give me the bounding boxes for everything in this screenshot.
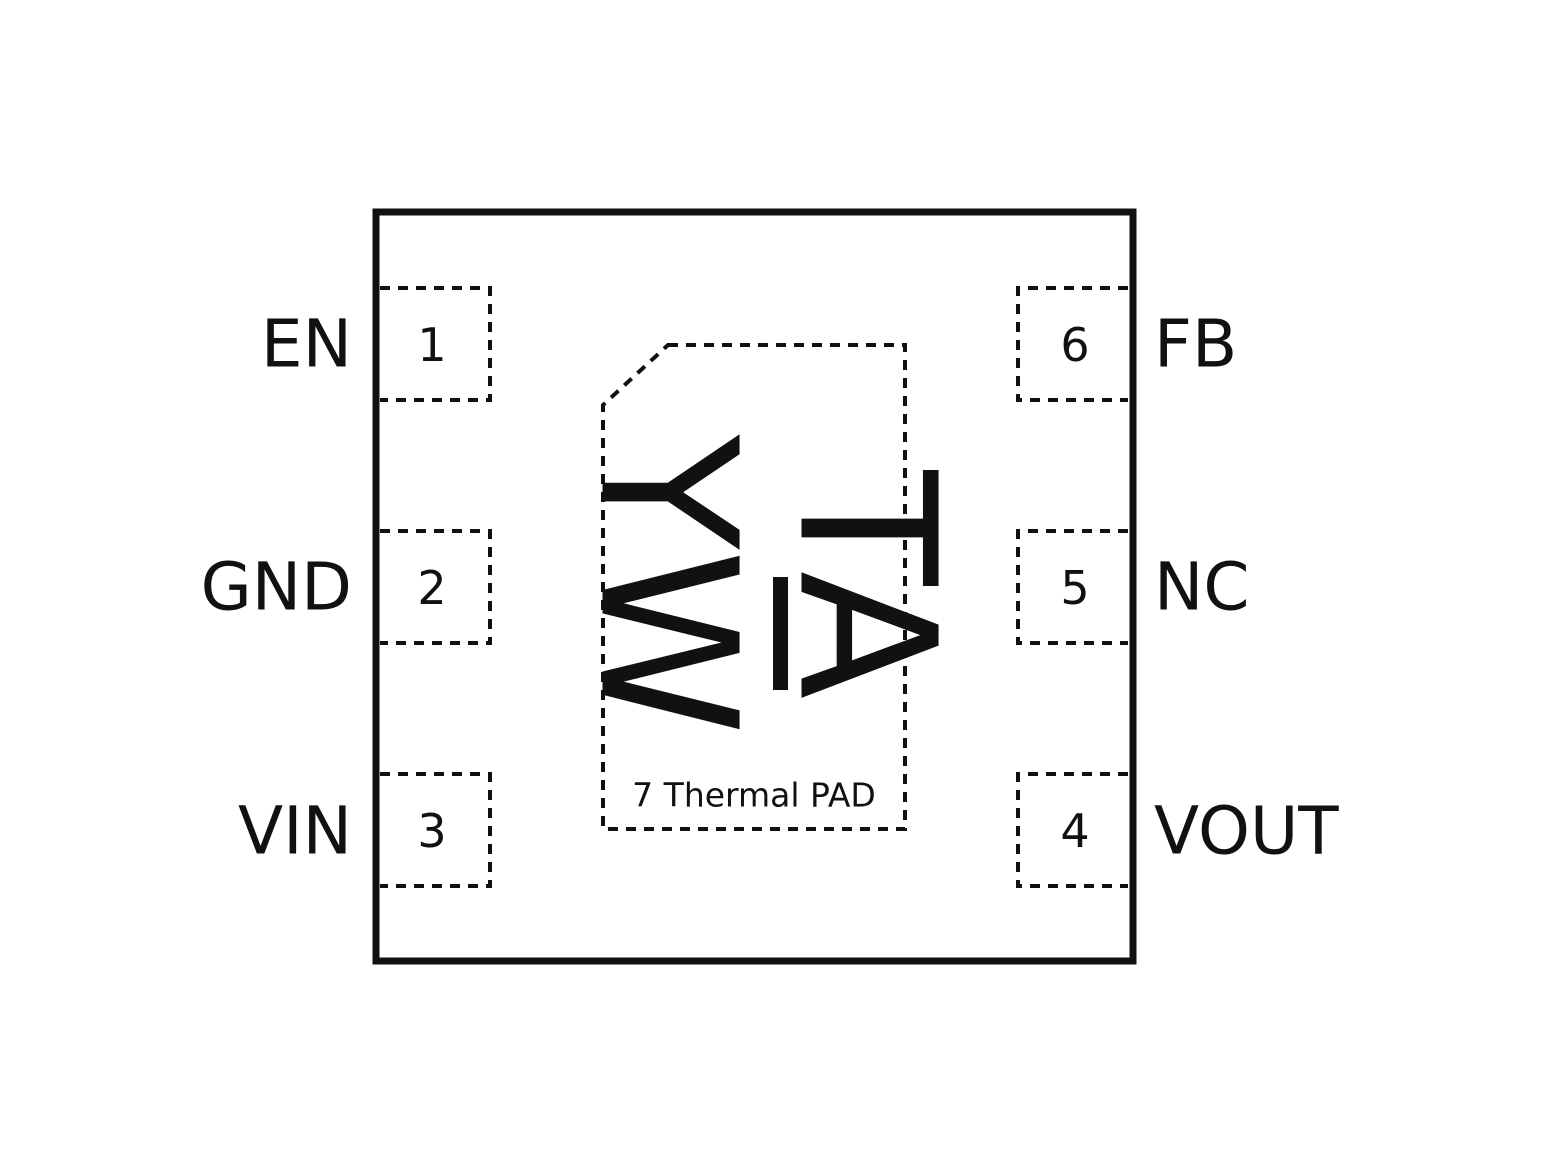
pin-name-vout: VOUT bbox=[1154, 793, 1339, 870]
right-pins: 6 5 4 FB NC VOUT bbox=[1016, 286, 1339, 888]
pin-number-3: 3 bbox=[417, 804, 446, 858]
marking-line-ta: TA bbox=[757, 470, 976, 700]
thermal-pad-outline bbox=[601, 343, 907, 831]
thermal-pad-label: 7 Thermal PAD bbox=[632, 776, 876, 815]
pin-pad-1 bbox=[380, 286, 492, 402]
pin-name-nc: NC bbox=[1154, 549, 1249, 626]
marking-bar bbox=[773, 577, 788, 690]
pin-pad-4 bbox=[1016, 772, 1128, 888]
pin-number-4: 4 bbox=[1060, 804, 1089, 858]
pin-number-1: 1 bbox=[417, 318, 446, 372]
pin-number-2: 2 bbox=[417, 561, 446, 615]
pin-pad-6 bbox=[1016, 286, 1128, 402]
marking-line-yw: YW bbox=[558, 434, 777, 736]
pin-name-en: EN bbox=[261, 306, 352, 383]
pin-pad-5 bbox=[1016, 529, 1128, 645]
pin-pad-2 bbox=[380, 529, 492, 645]
package-body-outline bbox=[372, 208, 1137, 965]
pin-number-5: 5 bbox=[1060, 561, 1089, 615]
left-pins: 1 2 3 EN GND VIN bbox=[201, 286, 492, 888]
pin-name-fb: FB bbox=[1154, 306, 1237, 383]
pin-name-vin: VIN bbox=[238, 793, 352, 870]
pin-number-6: 6 bbox=[1060, 318, 1089, 372]
pin-pad-3 bbox=[380, 772, 492, 888]
pin-name-gnd: GND bbox=[201, 549, 352, 626]
part-marking: TA YW bbox=[558, 434, 976, 736]
